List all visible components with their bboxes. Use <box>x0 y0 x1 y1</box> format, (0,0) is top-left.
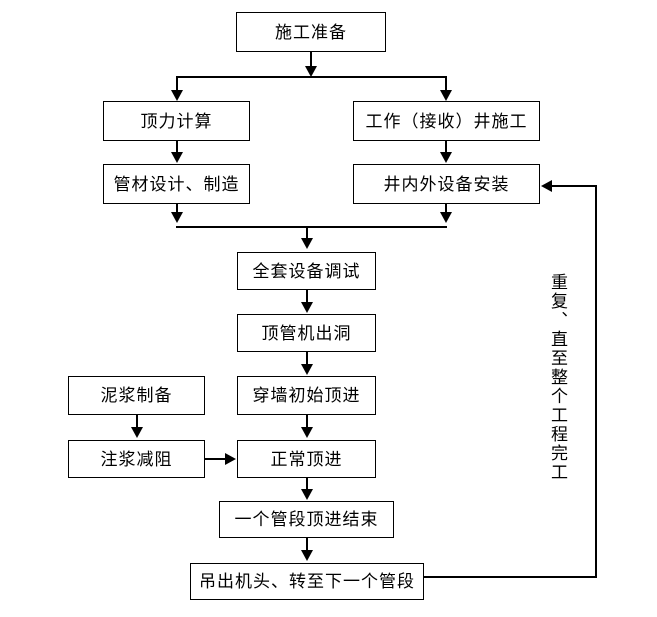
arrowhead-guancai-down <box>171 152 183 163</box>
node-yige-guanduan-dingjin-jieshu[interactable]: 一个管段顶进结束 <box>219 501 394 538</box>
arrowhead-zhujiang-down <box>131 427 143 438</box>
node-label: 施工准备 <box>275 22 347 42</box>
edge-loop-right <box>595 185 597 577</box>
node-label: 顶管机出洞 <box>261 323 352 343</box>
edge-split-bar <box>176 76 446 78</box>
node-label: 管材设计、制造 <box>113 174 240 194</box>
edge-mergebar-to-tiaoshi <box>306 226 308 240</box>
arrowhead-merge-left-down <box>171 212 183 223</box>
edge-splitbar-to-gongzuojing <box>445 76 447 92</box>
node-label: 注浆减阻 <box>100 449 173 469</box>
edge-gongzuojing-to-shebei <box>445 141 447 154</box>
arrowhead-chuanqiang-down <box>301 364 313 375</box>
edge-zhengchang-to-jieshu <box>306 478 308 491</box>
edge-loop-top <box>552 185 597 187</box>
edge-loop-bottom <box>424 576 597 578</box>
arrowhead-zhengchang-right <box>225 453 236 465</box>
arrowhead-loop-left <box>541 180 552 192</box>
node-chuanqiang-chushi-dingjin[interactable]: 穿墙初始顶进 <box>237 376 376 415</box>
edge-zhujiang-to-zhengchang <box>205 458 227 460</box>
node-label: 井内外设备安装 <box>383 174 510 194</box>
node-jing-neiwai-shebei-anzhuang[interactable]: 井内外设备安装 <box>353 164 540 204</box>
edge-tiaoshi-to-chudong <box>306 290 308 303</box>
edge-chuanqiang-to-zhengchang <box>306 415 308 429</box>
edge-merge-bar <box>176 226 447 228</box>
node-guancai-sheji-zhizao[interactable]: 管材设计、制造 <box>103 164 250 204</box>
arrowhead-dingli-down <box>171 90 183 101</box>
node-dingli-jisuan[interactable]: 顶力计算 <box>103 101 250 141</box>
node-label: 正常顶进 <box>270 449 343 469</box>
edge-splitbar-to-dingli <box>176 76 178 92</box>
arrowhead-prep-down <box>305 66 317 77</box>
node-label: 全套设备调试 <box>252 261 361 281</box>
arrowhead-gongzuojing-down <box>440 90 452 101</box>
arrowhead-shebei-down <box>440 152 452 163</box>
arrowhead-tiaoshi-down <box>301 238 313 249</box>
edge-dingli-to-guancai <box>176 141 178 154</box>
arrowhead-diaochu-down <box>301 550 313 561</box>
arrowhead-merge-right-down <box>440 212 452 223</box>
node-label: 穿墙初始顶进 <box>252 386 361 405</box>
edge-prep-to-splitbar <box>310 52 312 72</box>
node-nijiang-zhibei[interactable]: 泥浆制备 <box>68 376 205 415</box>
node-label: 泥浆制备 <box>100 386 173 405</box>
node-quantao-shebei-tiaoshi[interactable]: 全套设备调试 <box>237 252 376 290</box>
node-label: 工作（接收）井施工 <box>365 111 528 131</box>
node-shigong-zhunbei[interactable]: 施工准备 <box>236 12 386 52</box>
loop-label-vertical: 重复、直至整个工程完工 <box>545 262 569 492</box>
edge-chudong-to-chuanqiang <box>306 352 308 365</box>
node-zhengchang-dingjin[interactable]: 正常顶进 <box>237 440 376 478</box>
edge-jieshu-to-diaochu <box>306 538 308 552</box>
arrowhead-zhengchang-down <box>301 427 313 438</box>
edge-nijiang-to-zhujiang <box>136 415 138 429</box>
edge-shebei-to-mergebar <box>445 204 447 214</box>
loop-label-text: 重复、直至整个工程完工 <box>548 272 568 482</box>
node-label: 一个管段顶进结束 <box>234 510 379 529</box>
node-label: 吊出机头、转至下一个管段 <box>199 572 415 591</box>
node-dingguanji-chudong[interactable]: 顶管机出洞 <box>237 314 376 352</box>
node-gongzuo-jieshou-jing-shigong[interactable]: 工作（接收）井施工 <box>353 101 540 141</box>
arrowhead-chudong-down <box>301 302 313 313</box>
node-label: 顶力计算 <box>140 111 213 131</box>
node-zhujiang-jianzu[interactable]: 注浆减阻 <box>68 440 205 478</box>
edge-guancai-to-mergebar <box>176 204 178 214</box>
node-diaochu-jitou-zhuanzhi-xiayige-guanduan[interactable]: 吊出机头、转至下一个管段 <box>190 563 424 600</box>
arrowhead-jieshu-down <box>301 489 313 500</box>
